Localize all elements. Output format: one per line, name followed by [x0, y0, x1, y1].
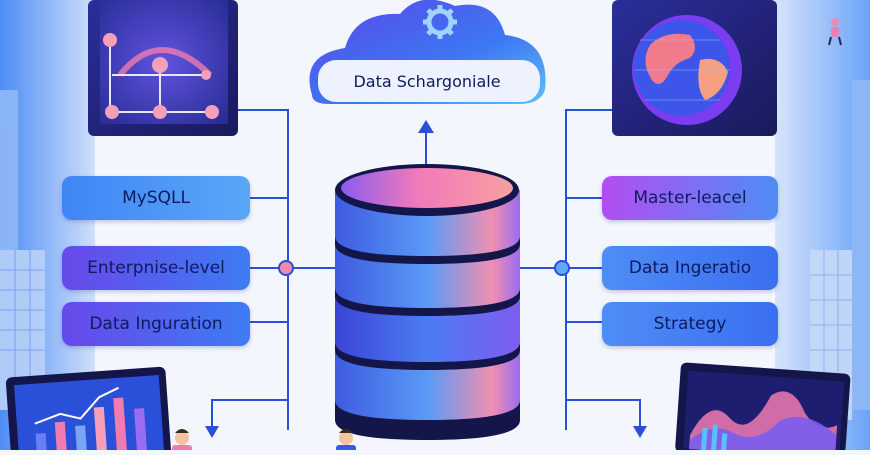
- connector-node-left: [278, 260, 294, 276]
- globe-icon: [612, 0, 777, 136]
- bar-chart-monitor-icon: [5, 366, 172, 455]
- label-enterprise-level: Enterpnise-level: [62, 246, 250, 290]
- label-mysql: MySQLL: [62, 176, 250, 220]
- arrow-down-left-icon: [205, 426, 219, 438]
- cloud-label: Data Schargoniale: [353, 71, 501, 91]
- pill-bg-left-2: [62, 246, 250, 290]
- label-data-inguration: Data Inguration: [62, 302, 250, 346]
- area-chart-monitor-icon: [675, 362, 851, 455]
- network-graph-icon: [88, 0, 238, 136]
- label-master-level: Master-leacel: [602, 176, 778, 220]
- gear-icon: [423, 5, 457, 39]
- connector-lines: [211, 109, 641, 430]
- connector-node-right: [554, 260, 570, 276]
- arrow-up-icon: [418, 120, 434, 133]
- person-figure-icon: [828, 18, 842, 46]
- person-figure-left-icon: [172, 429, 192, 453]
- arrow-down-right-icon: [633, 426, 647, 438]
- database-icon: [335, 164, 520, 440]
- pill-bg-right-2: [602, 246, 778, 290]
- cloud-shape: [309, 0, 546, 104]
- label-data-integration: Data Ingeratio: [602, 246, 778, 290]
- pill-bg-right-1: [602, 176, 778, 220]
- pill-bg-left-1: [62, 176, 250, 220]
- label-strategy: Strategy: [602, 302, 778, 346]
- pill-bg-right-3: [602, 302, 778, 346]
- pill-bg-left-3: [62, 302, 250, 346]
